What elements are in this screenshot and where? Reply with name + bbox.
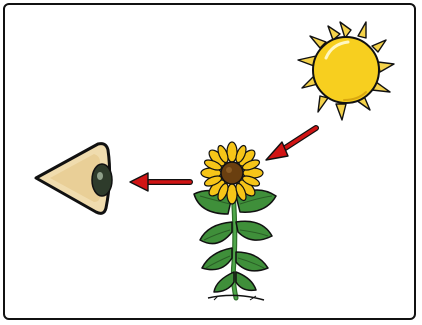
sunflower-icon [193, 141, 277, 301]
arrow-sun-to-flower [265, 125, 319, 161]
sun-icon [297, 21, 395, 121]
arrow-flower-to-eye [129, 172, 193, 192]
eye-icon [34, 142, 113, 215]
sunflower-center [220, 161, 244, 185]
eye-iris [91, 163, 113, 197]
sun-disc [312, 36, 380, 104]
